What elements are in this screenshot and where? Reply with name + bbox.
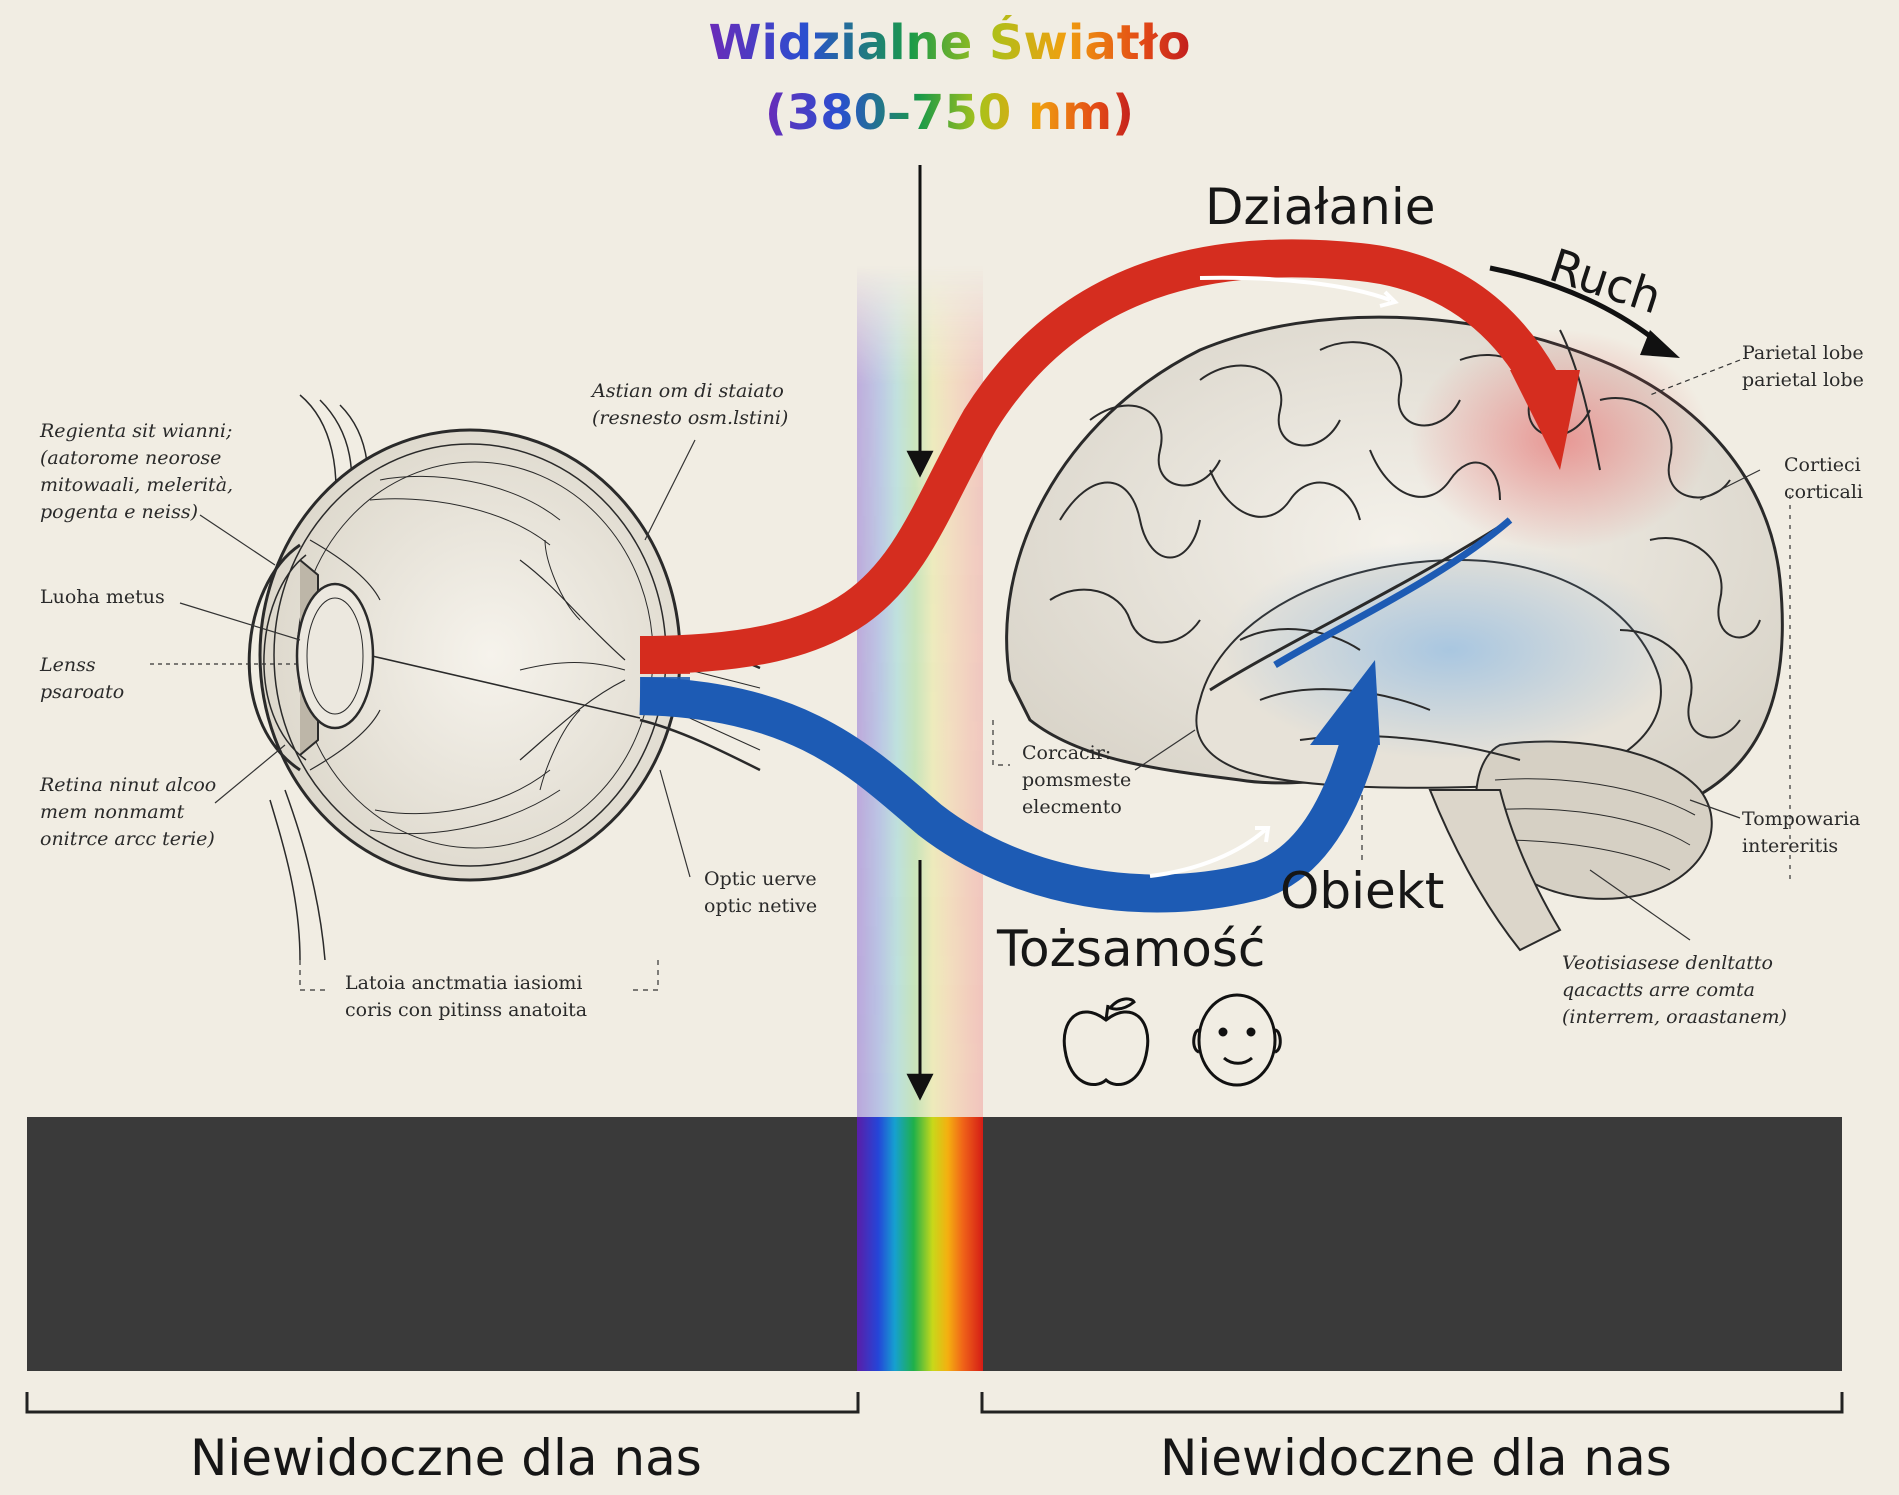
eye-label-top-right: Astian om di staiato(resnesto osm.lstini… [592,378,788,432]
ventral-stream-label: Obiekt [1280,862,1444,920]
identity-label: Tożsamość [997,920,1265,978]
dorsal-stream-label: Działanie [1205,178,1435,236]
apple-icon [1064,999,1148,1085]
invisible-label-right: Niewidoczne dla nas [1160,1428,1672,1488]
brain-illustration [1007,317,1783,950]
bottom-brackets [27,1392,1842,1412]
invisible-label-left: Niewidoczne dla nas [190,1428,702,1488]
eye-label-luoha: Luoha metus [40,584,165,611]
face-icon [1194,995,1281,1085]
